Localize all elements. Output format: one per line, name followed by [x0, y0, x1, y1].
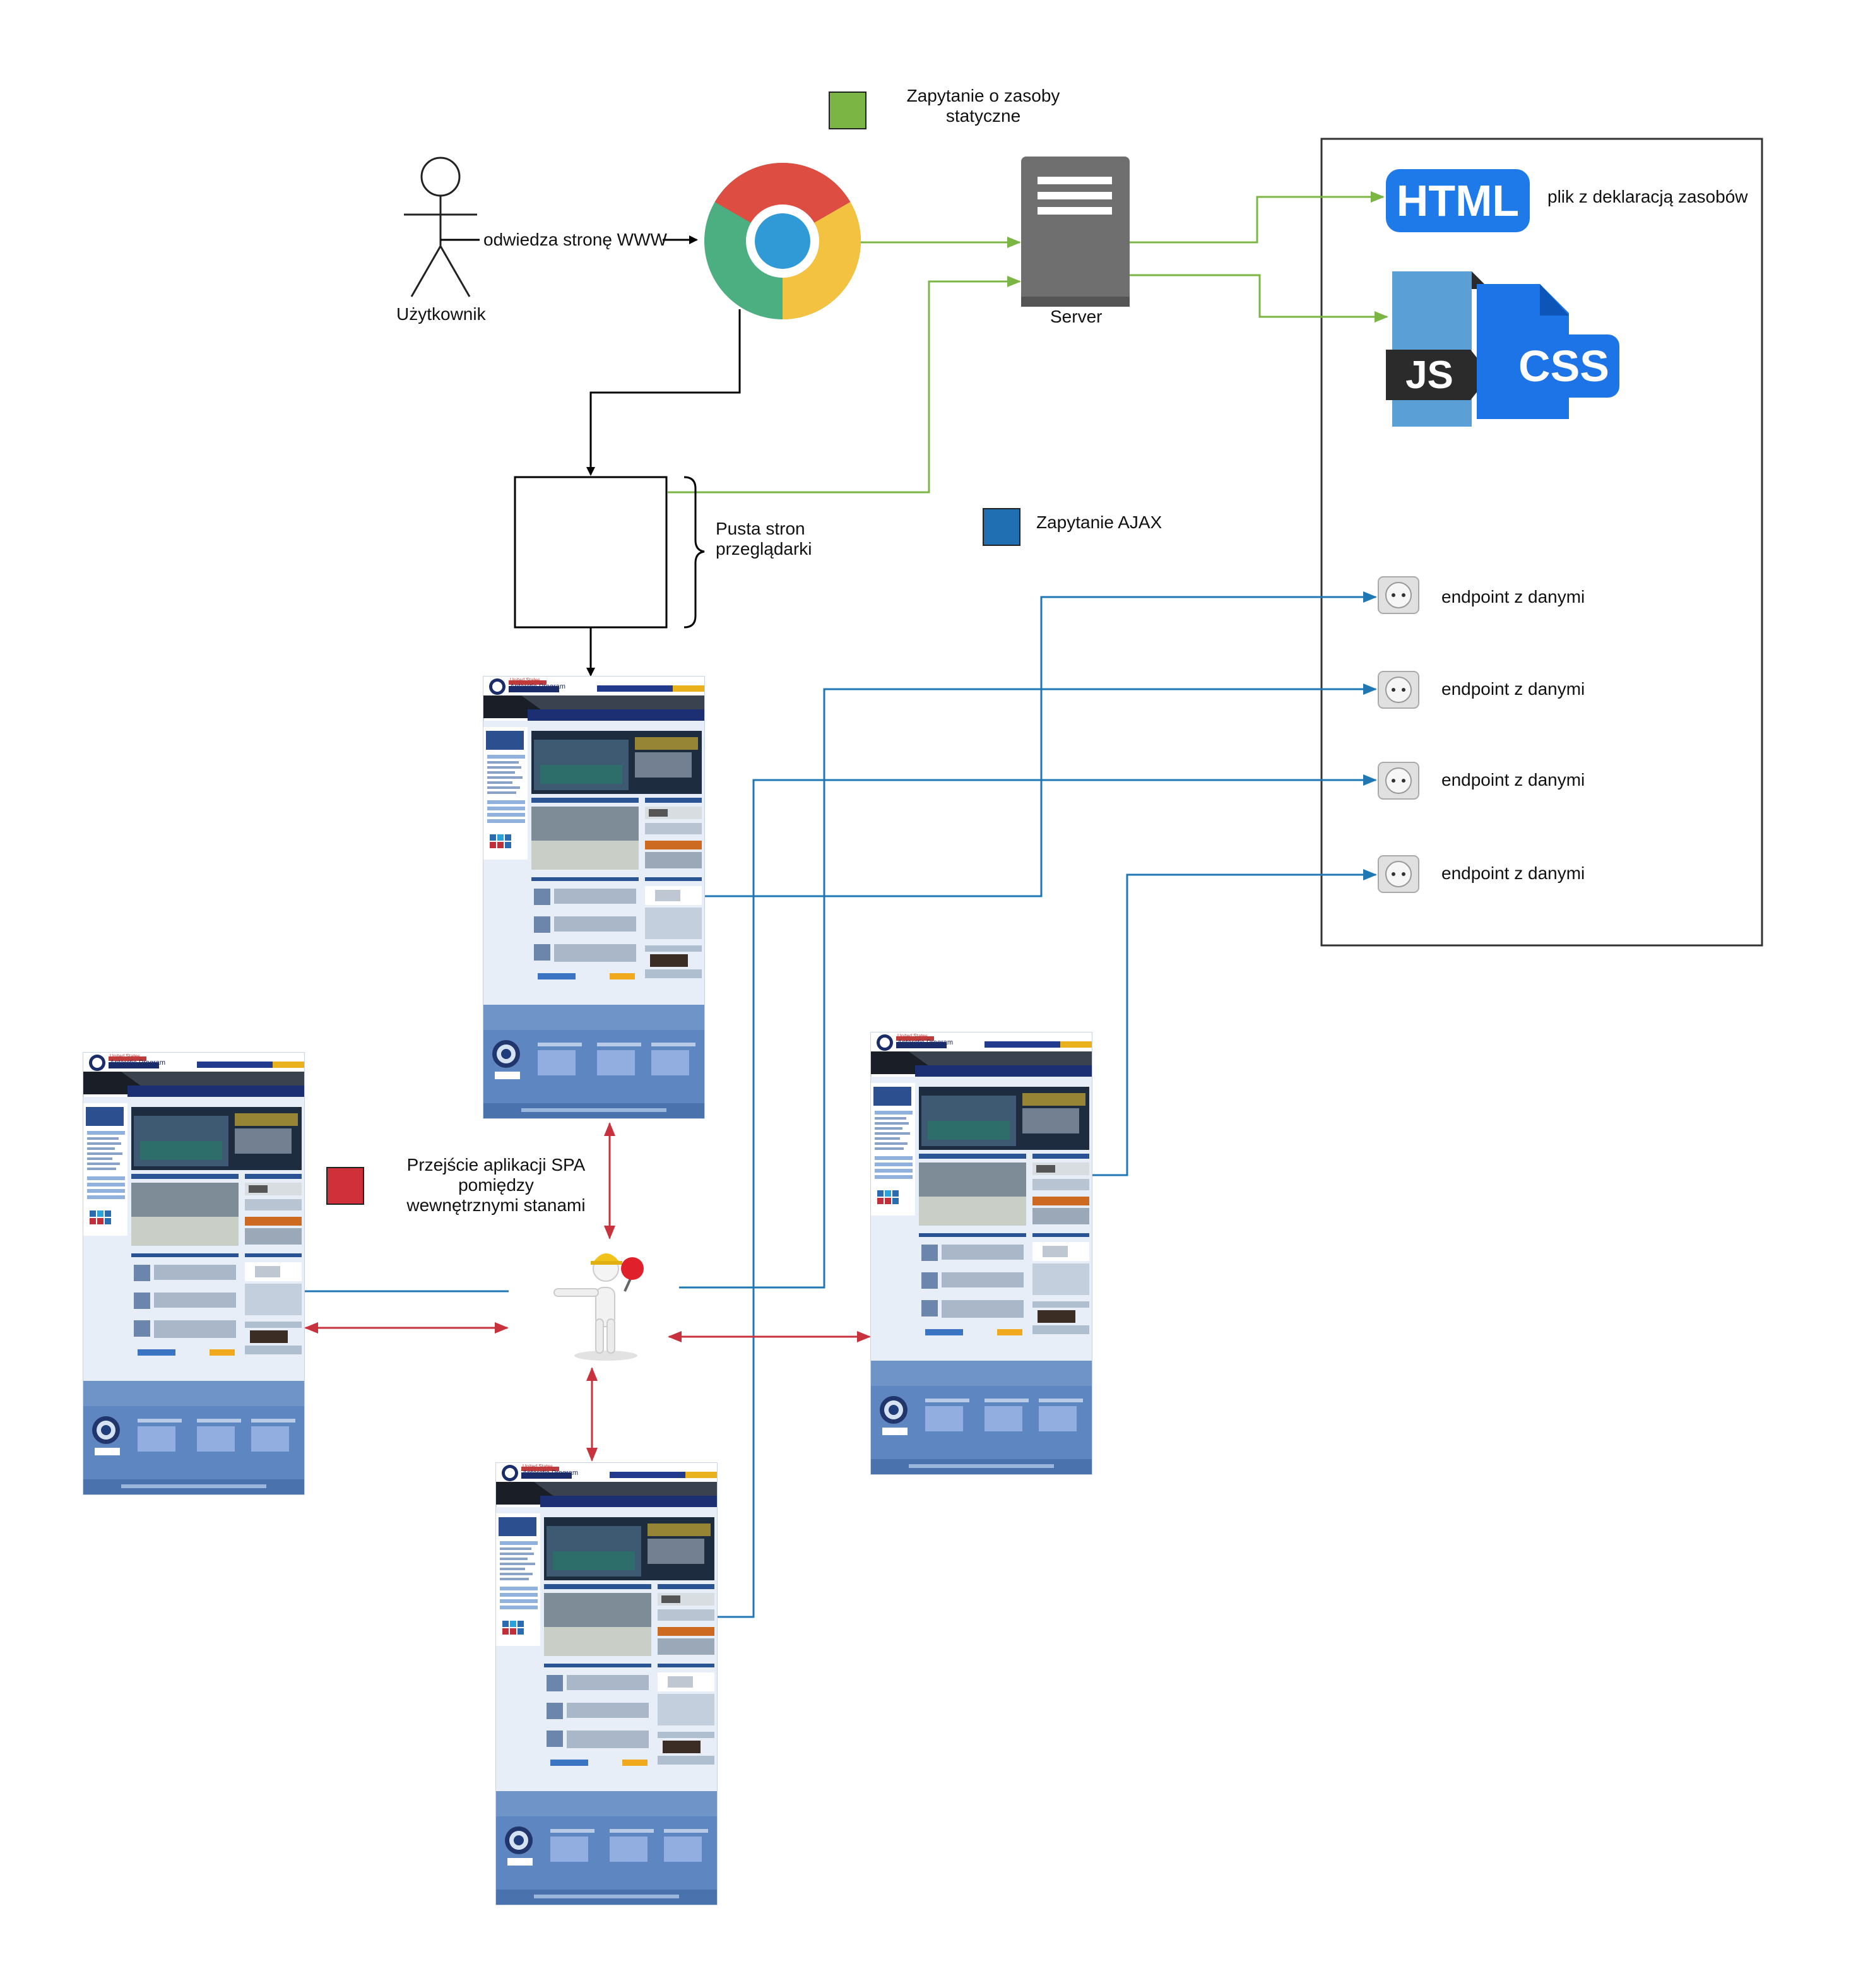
chrome-icon [704, 162, 861, 320]
html-file-icon: HTML [1386, 169, 1530, 232]
empty-page-box [514, 476, 668, 629]
legend-ajax-label: Zapytanie AJAX [1036, 512, 1162, 532]
visit-edge-label: odwiedza stronę WWW [483, 230, 667, 249]
power-socket-icon [1378, 762, 1419, 800]
shot-bottom-subtitle: United States [523, 1464, 553, 1469]
browser-to-emptypage-edge [586, 309, 741, 476]
ajax-edge-1 [703, 591, 1377, 897]
server-icon [1021, 157, 1130, 307]
shot-bottom-title: Antarctic Program [523, 1469, 579, 1477]
legend-spa-swatch [326, 1167, 364, 1205]
shot-left-subtitle: United States [110, 1053, 141, 1059]
shot-top-subtitle: United States [510, 677, 541, 683]
spa-screenshot-right [870, 1032, 1092, 1475]
empty-page-brace [683, 476, 705, 629]
spa-screenshot-left [83, 1052, 305, 1495]
traffic-controller-icon [553, 1253, 644, 1361]
server-to-html-edge [1130, 191, 1385, 244]
server-resources-box [1320, 138, 1763, 947]
server-to-jscss-edge [1130, 274, 1388, 322]
power-socket-icon [1378, 671, 1419, 709]
endpoint-label-3: endpoint z danymi [1441, 770, 1585, 790]
css-file-icon [1477, 284, 1619, 419]
emptypage-to-server-edge [668, 276, 1021, 494]
endpoint-label-2: endpoint z danymi [1441, 679, 1585, 699]
legend-ajax-swatch [983, 508, 1020, 546]
spa-screenshot-top [483, 676, 705, 1119]
legend-static-label: Zapytanie o zasoby statyczne [906, 86, 1060, 126]
empty-page-label: Pusta stron przeglądarki [716, 519, 812, 559]
ajax-edge-3 [717, 774, 1377, 1618]
shot-right-subtitle: United States [897, 1033, 928, 1039]
spa-screenshot-bottom [495, 1462, 718, 1905]
endpoint-label-1: endpoint z danymi [1441, 587, 1585, 606]
stick-figure-icon [404, 157, 477, 297]
js-badge-text: JS [1405, 353, 1453, 397]
html-badge-text: HTML [1396, 176, 1520, 225]
css-badge-text: CSS [1518, 341, 1609, 391]
ajax-edge-4 [1091, 869, 1377, 1176]
shot-top-title: Antarctic Program [510, 683, 566, 690]
endpoint-label-4: endpoint z danymi [1441, 863, 1585, 883]
server-label: Server [1050, 307, 1103, 326]
shot-right-title: Antarctic Program [897, 1039, 954, 1046]
legend-static-swatch [829, 92, 866, 129]
ajax-edge-2 [679, 683, 1377, 1289]
power-socket-icon [1378, 855, 1419, 893]
power-socket-icon [1378, 576, 1419, 614]
html-file-label: plik z deklaracją zasobów [1547, 187, 1748, 206]
js-file-icon [1386, 271, 1491, 427]
user-label: Użytkownik [396, 304, 486, 324]
legend-spa-label: Przejście aplikacji SPA pomiędzy wewnętr… [406, 1155, 586, 1215]
shot-left-title: Antarctic Program [110, 1059, 166, 1067]
